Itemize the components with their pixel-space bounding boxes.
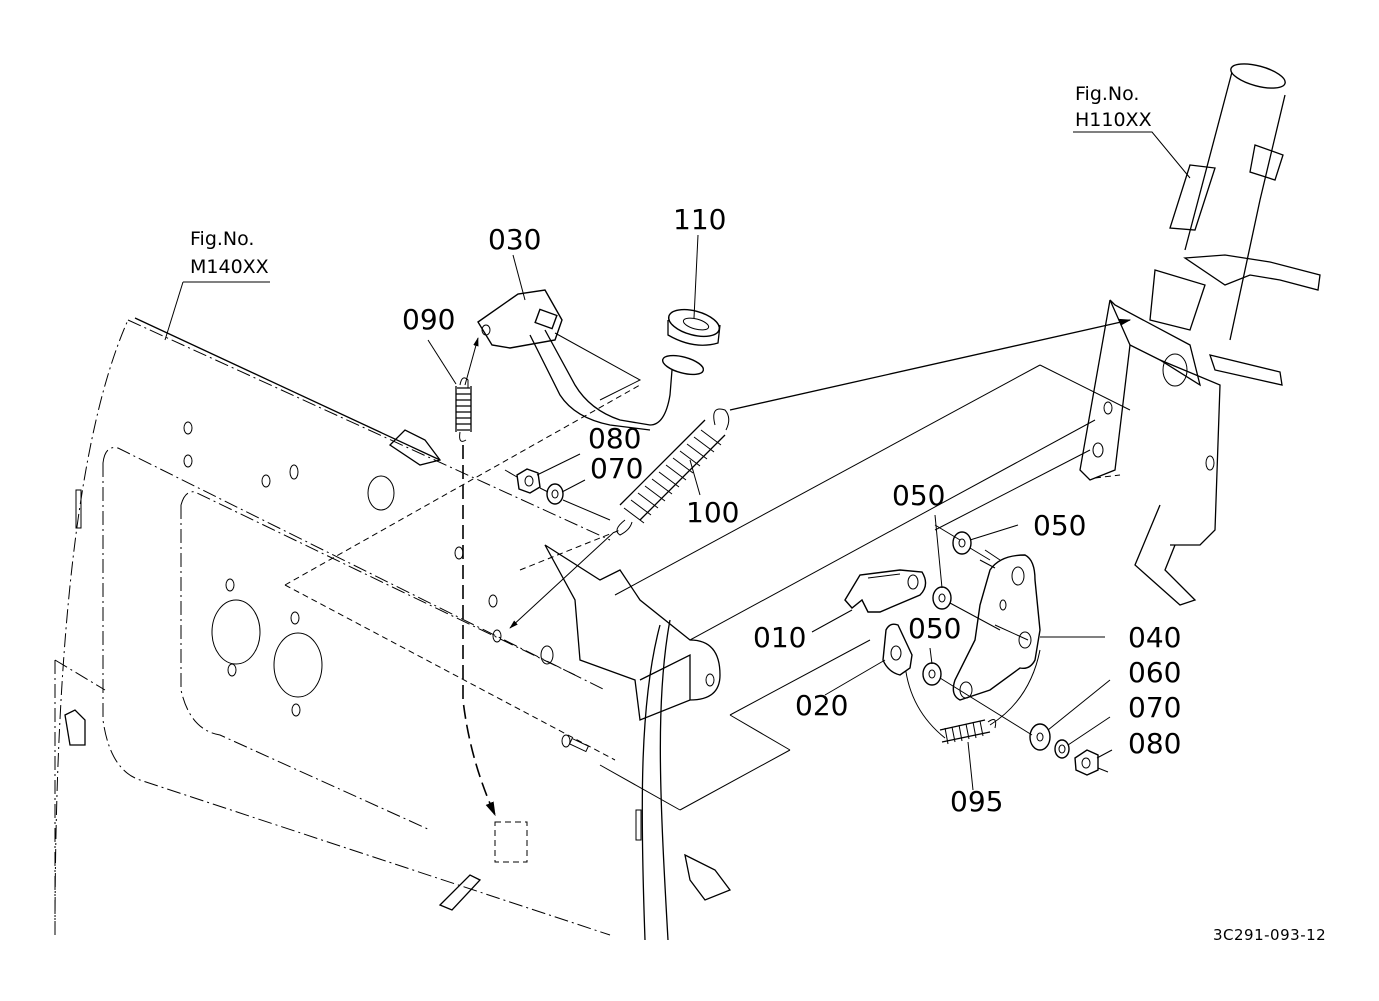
part-label-050: 050 [1033, 509, 1086, 542]
part-label-095: 095 [950, 785, 1003, 818]
part-label-090: 090 [402, 303, 455, 336]
part-label-080: 080 [1128, 727, 1181, 760]
plate-040 [952, 549, 1041, 701]
drawing-number: 3C291-093-12 [1213, 926, 1326, 944]
nut-080-right [1074, 749, 1099, 776]
figure-ref-number: M140XX [190, 256, 269, 278]
washer-060 [1029, 723, 1051, 751]
assembly-arrow [729, 318, 1132, 411]
figure-ref-line1: Fig.No. [190, 228, 254, 250]
steering-column [1079, 63, 1321, 606]
part-label-070: 070 [590, 452, 643, 485]
pedal-arm [477, 289, 721, 431]
part-label-010: 010 [753, 621, 806, 654]
part-label-050: 050 [908, 612, 961, 645]
part-label-060: 060 [1128, 656, 1181, 689]
part-label-080: 080 [588, 422, 641, 455]
part-label-100: 100 [686, 496, 739, 529]
assembly-arrow [464, 337, 479, 386]
part-label-050: 050 [892, 479, 945, 512]
part-label-040: 040 [1128, 621, 1181, 654]
leader-lines [164, 131, 1191, 791]
nut-080-left [516, 468, 541, 494]
washer-070-right [1054, 739, 1070, 759]
part-label-020: 020 [795, 689, 848, 722]
assembly-arrow [509, 532, 614, 629]
assembly-path-line [462, 445, 496, 817]
part-label-030: 030 [488, 223, 541, 256]
spring-095 [904, 649, 1041, 745]
part-label-110: 110 [673, 203, 726, 236]
washer-070-left [546, 483, 564, 505]
part-label-070: 070 [1128, 691, 1181, 724]
spring-100 [616, 408, 730, 536]
dashboard-panel [54, 317, 732, 941]
figure-ref-line1: Fig.No. [1075, 83, 1139, 105]
lever-010 [844, 569, 927, 613]
figure-ref-number: H110XX [1075, 109, 1152, 131]
spring-090 [455, 377, 472, 442]
washers-050 [922, 531, 972, 686]
lever-020 [882, 623, 913, 676]
